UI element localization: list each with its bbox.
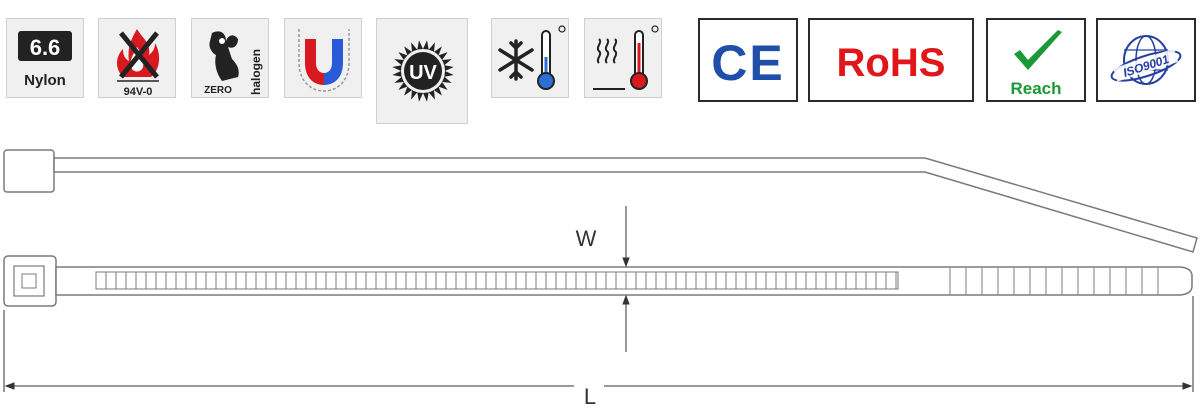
cold-resistant-icon bbox=[498, 25, 566, 90]
non-magnetic-icon bbox=[298, 29, 350, 92]
ce-label: CE bbox=[711, 35, 784, 91]
uv-badge: UV bbox=[376, 18, 468, 124]
flame-badge: 94V-0 bbox=[98, 18, 176, 98]
tie-strap-side bbox=[53, 157, 1198, 253]
snowflake-icon bbox=[498, 39, 534, 81]
length-label: L bbox=[584, 384, 596, 409]
width-arrow-bottom-head bbox=[622, 294, 630, 305]
heat-badge bbox=[584, 18, 662, 98]
cable-tie-side-view bbox=[3, 149, 1198, 253]
uv-resistant-icon: UV bbox=[392, 40, 454, 102]
zero-halogen-icon: ZERO halogen bbox=[204, 31, 263, 96]
ce-mark-icon: CE bbox=[711, 35, 784, 91]
iso-cert: ISO9001 bbox=[1096, 18, 1196, 102]
nylon-grade: 6.6 bbox=[30, 35, 61, 60]
length-arrow-right bbox=[1182, 382, 1193, 390]
tie-head-side bbox=[3, 149, 55, 193]
reach-check-icon: Reach bbox=[1010, 30, 1062, 98]
heat-waves-icon bbox=[596, 38, 618, 64]
reach-cert: Reach bbox=[986, 18, 1086, 102]
rohs-icon: RoHS bbox=[837, 41, 946, 85]
uv-label: UV bbox=[409, 62, 437, 84]
tie-teeth-zone bbox=[95, 271, 899, 290]
flame-label: 94V-0 bbox=[124, 86, 153, 98]
halogen-badge: ZERO halogen bbox=[191, 18, 269, 98]
heat-resistant-icon bbox=[593, 25, 659, 90]
length-arrow-left bbox=[4, 382, 15, 390]
tie-tail-grips bbox=[949, 268, 1159, 294]
iso9001-globe-icon: ISO9001 bbox=[1110, 35, 1182, 85]
width-dimension bbox=[622, 206, 630, 352]
nylon-66-icon: 6.6 Nylon bbox=[18, 31, 72, 89]
rohs-cert: RoHS bbox=[808, 18, 974, 102]
halogen-word-label: halogen bbox=[249, 49, 263, 95]
reach-label: Reach bbox=[1010, 79, 1061, 98]
cable-tie-top-view bbox=[3, 255, 1193, 307]
halogen-zero-label: ZERO bbox=[204, 85, 232, 96]
width-label: W bbox=[576, 226, 597, 251]
tie-strap-top bbox=[55, 266, 1193, 296]
cold-badge bbox=[491, 18, 569, 98]
tie-teeth bbox=[105, 272, 897, 289]
tie-head-pawl bbox=[21, 273, 37, 289]
width-arrow-top-head bbox=[622, 257, 630, 268]
nylon-label: Nylon bbox=[24, 72, 66, 89]
flame-retardant-icon: 94V-0 bbox=[117, 29, 160, 98]
ce-cert: CE bbox=[698, 18, 798, 102]
nylon-badge: 6.6 Nylon bbox=[6, 18, 84, 98]
length-dimension bbox=[3, 296, 1194, 392]
rohs-label: RoHS bbox=[837, 41, 946, 85]
magnet-badge bbox=[284, 18, 362, 98]
